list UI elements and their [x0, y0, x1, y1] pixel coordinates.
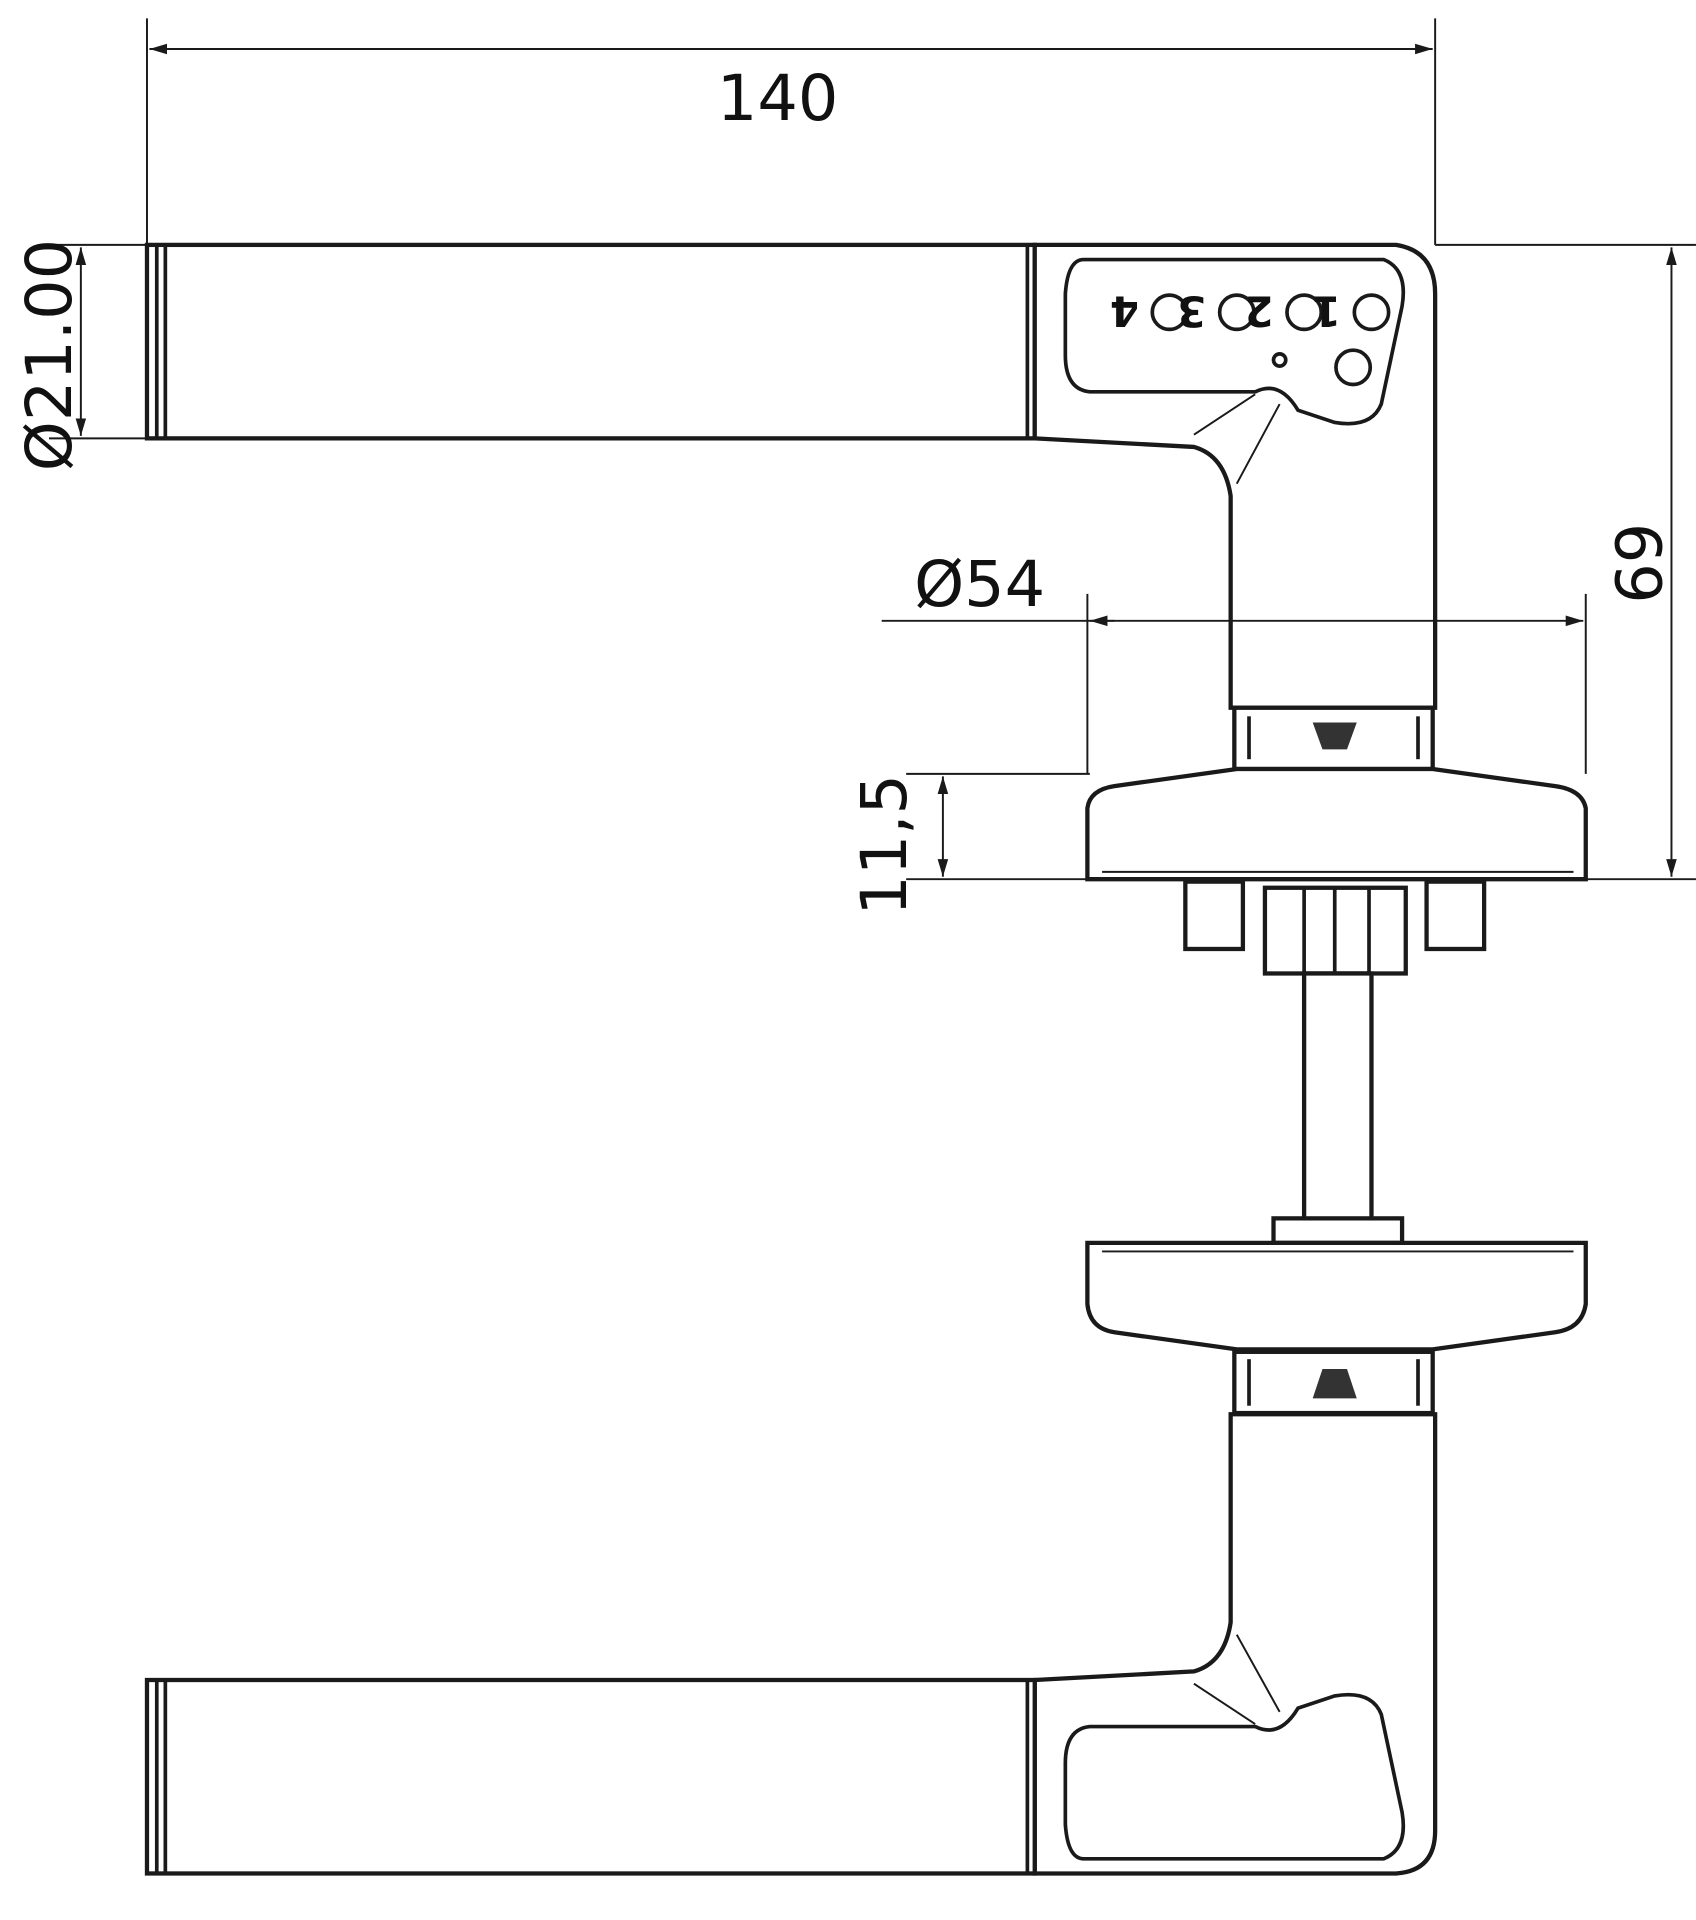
screw-icon [1312, 1368, 1357, 1399]
dimension-rose-diameter: Ø54 [881, 548, 1587, 774]
upper-collar [1232, 705, 1435, 772]
lower-rose [1085, 1240, 1588, 1352]
spindle-assembly [1183, 879, 1487, 1245]
code-buttons: 1 2 3 4 [1110, 286, 1391, 387]
screw-icon [1312, 722, 1357, 750]
upper-lever: 1 2 3 4 [144, 242, 1438, 710]
dimension-label-54: Ø54 [914, 548, 1045, 622]
code-button-4: 4 [1110, 286, 1139, 335]
dimension-label-69: 69 [1604, 523, 1678, 604]
code-button-1: 1 [1312, 286, 1341, 335]
dimension-label-140: 140 [717, 62, 839, 136]
lower-lever [144, 1412, 1438, 1876]
dimension-label-11-5: 11,5 [848, 774, 922, 916]
dimension-overall-length: 140 [145, 18, 1437, 245]
code-button-3: 3 [1177, 286, 1206, 335]
lower-collar [1232, 1349, 1435, 1416]
dimension-rose-height: 11,5 [848, 772, 1090, 916]
dimension-total-height: 69 [1435, 243, 1696, 881]
dimension-lever-diameter: Ø21.00 [13, 239, 147, 471]
dimension-label-21: Ø21.00 [13, 239, 87, 471]
upper-rose [1085, 766, 1588, 882]
code-button-2: 2 [1245, 286, 1274, 335]
